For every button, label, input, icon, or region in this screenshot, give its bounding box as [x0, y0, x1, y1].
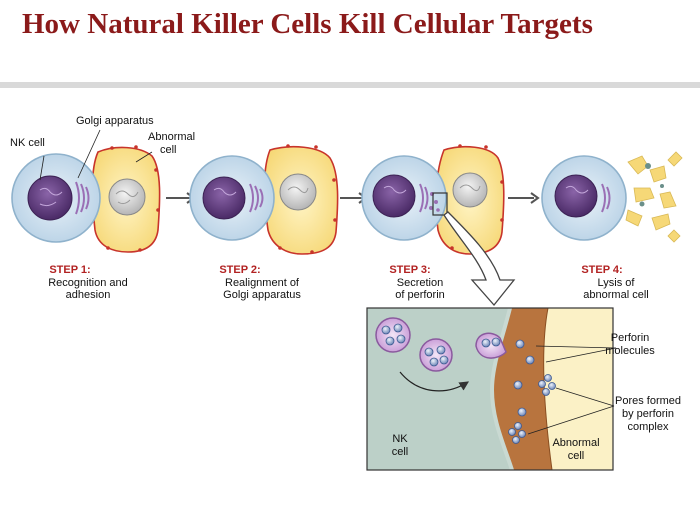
- abnormal-cell-1-receptors: [106, 145, 160, 252]
- step-3-line1: Secretion: [397, 277, 443, 289]
- step-3-illustration: [361, 144, 505, 255]
- step-4-illustration: [541, 151, 683, 243]
- inset-label-nk-line1: NK: [392, 433, 408, 445]
- inset-perforin-molecules: [513, 339, 535, 417]
- inset-label-pores-line3: complex: [628, 421, 669, 433]
- step-3-heading: STEP 3:: [389, 264, 430, 276]
- inset-label-perforin-line2: molecules: [605, 345, 655, 357]
- perforin-vesicles-3: [429, 192, 440, 212]
- golgi-2: [249, 183, 264, 213]
- abnormal-nucleus-1: [108, 178, 146, 216]
- step-4-line2: abnormal cell: [583, 289, 648, 301]
- step-4-line1: Lysis of: [598, 277, 636, 289]
- nk-nucleus-3: [372, 174, 416, 218]
- inset-vesicle-contents: [381, 323, 501, 367]
- step-4-heading: STEP 4:: [581, 264, 622, 276]
- step-1-line1: Recognition and: [48, 277, 128, 289]
- inset-movement-arrow: [399, 371, 470, 392]
- label-abnormal-cell-line1: Abnormal: [148, 131, 195, 143]
- abnormal-nucleus-2: [279, 173, 317, 211]
- step-2-heading: STEP 2:: [219, 264, 260, 276]
- step-2-illustration: [189, 144, 339, 255]
- step-3-line2: of perforin: [395, 289, 445, 301]
- step-2-line2: Golgi apparatus: [223, 289, 301, 301]
- nk-cell-diagram: NK cell Golgi apparatus Abnormal cell ST…: [0, 90, 700, 525]
- zoom-arrow: [443, 211, 516, 307]
- label-golgi-apparatus: Golgi apparatus: [76, 115, 154, 127]
- inset-pore-complexes: [508, 374, 556, 444]
- zoom-box: [432, 192, 448, 216]
- perforin-inset: Perforin molecules Pores formed by perfo…: [366, 307, 681, 471]
- label-nk-cell: NK cell: [10, 137, 45, 149]
- label-abnormal-cell-line2: cell: [160, 144, 177, 156]
- nk-nucleus-4: [554, 174, 598, 218]
- abnormal-nucleus-3: [452, 172, 488, 208]
- step-1-line2: adhesion: [66, 289, 111, 301]
- nk-nucleus-1: [27, 175, 73, 221]
- golgi-3: [419, 183, 429, 213]
- nk-nucleus-2: [202, 176, 246, 220]
- lysed-cell-fragments: [625, 151, 683, 243]
- inset-label-nk-line2: cell: [392, 446, 409, 458]
- inset-label-pores-line1: Pores formed: [615, 395, 681, 407]
- golgi-1: [75, 181, 90, 215]
- step-1-heading: STEP 1:: [49, 264, 90, 276]
- title-divider: [0, 82, 700, 88]
- slide-title: How Natural Killer Cells Kill Cellular T…: [22, 8, 593, 40]
- step-1-illustration: [11, 129, 161, 253]
- inset-label-perforin-line1: Perforin: [611, 332, 650, 344]
- inset-label-abnormal-line1: Abnormal: [552, 437, 599, 449]
- inset-label-pores-line2: by perforin: [622, 408, 674, 420]
- step-2-line1: Realignment of: [225, 277, 300, 289]
- inset-label-abnormal-line2: cell: [568, 450, 585, 462]
